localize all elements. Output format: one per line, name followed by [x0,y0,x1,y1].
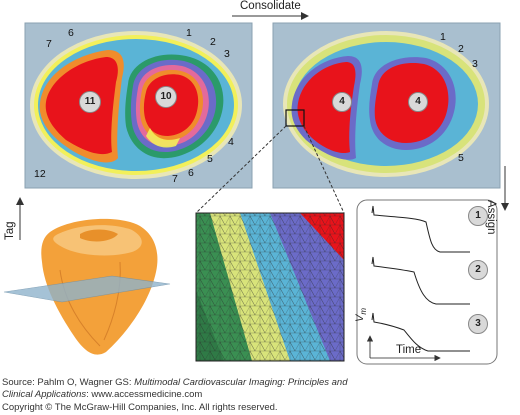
source-title-line1: Multimodal Cardiovascular Imaging: Princ… [134,377,348,388]
right-consolidated-panel [272,22,501,189]
source-prefix: Source: Pahlm O, Wagner GS: [2,377,135,388]
zoom-region-box [285,109,305,127]
action-potential-panel [356,199,498,365]
slice-plane [3,275,171,303]
zoom-connector-left [195,125,287,214]
source-title-line2: Clinical Applications [2,389,87,400]
source-caption: Source: Pahlm O, Wagner GS: Multimodal C… [2,377,348,401]
consolidate-label: Consolidate [240,0,301,12]
zoom-connector-right [303,125,345,214]
heart-model [3,218,171,355]
ap-trace-2 [371,256,470,305]
mesh-zoom-panel [195,212,345,362]
ap-trace-1 [371,205,470,253]
left-segmentation-panel [24,22,253,189]
assign-label: Assign [485,200,497,235]
copyright-line: Copyright © The McGraw-Hill Companies, I… [2,402,278,413]
source-suffix: : www.accessmedicine.com [86,389,203,400]
ap-trace-3 [371,312,470,352]
tag-label: Tag [4,221,16,240]
